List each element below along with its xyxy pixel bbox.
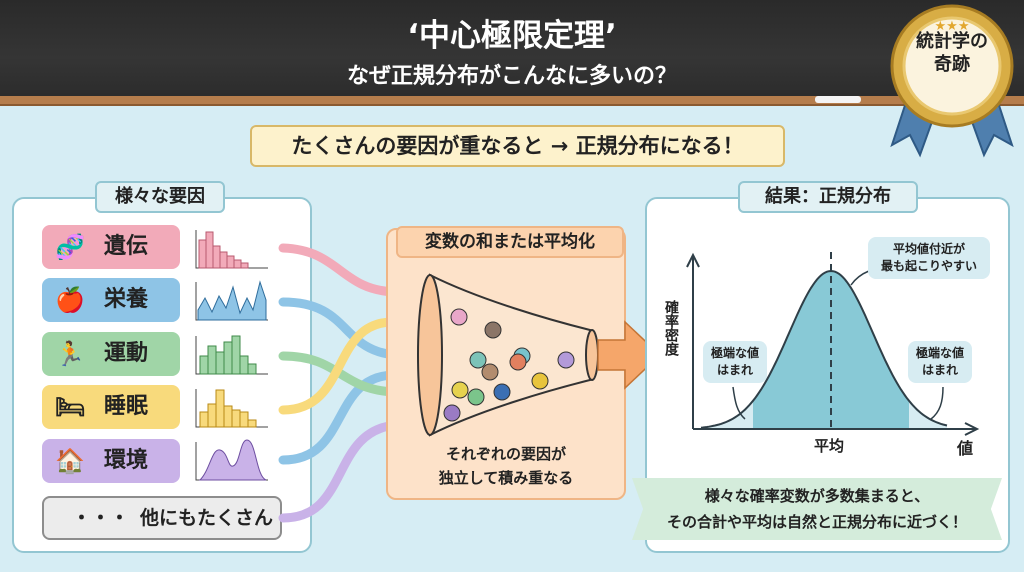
genetics-histogram [195,230,268,269]
factor-label: 運動 [104,341,149,366]
peak-callout-line2: 最も起こりやすい [880,259,977,273]
tail-callout-line1: 極端な値 [915,346,964,360]
output-arrow [597,320,662,390]
x-axis [693,422,980,436]
medal-label: 統計学の奇跡 [897,30,1007,76]
flow-arrows [278,243,400,523]
tail-callout-line2: はまれ [716,363,753,377]
left-tail-callout: 極端な値はまれ [703,341,767,383]
factor-genetics: 🧬 遺伝 [42,225,180,269]
funnel-icon [417,273,662,437]
factor-nutrition: 🍎 栄養 [42,278,180,322]
y-axis [686,252,700,429]
page-title: ‘中心極限定理’ [407,18,617,54]
summary-banner: 様々な確率変数が多数集まると、その合計や平均は自然と正規分布に近づく！ [632,478,1002,540]
environment-bimodal-chart [195,439,268,481]
summary-line2: その合計や平均は自然と正規分布に近づく！ [666,513,967,531]
factors-panel-title: 様々な要因 [95,181,225,213]
process-caption: それぞれの要因が独立して積み重なる [390,442,622,490]
factor-more: ・・・他にもたくさん [42,496,282,540]
result-panel-title: 結果：正規分布 [738,181,918,213]
arrow-genetics [278,243,400,297]
mean-label: 平均 [814,437,845,455]
sleep-histogram [195,389,268,428]
arrow-nutrition [278,297,400,360]
medal-line2: 奇跡 [934,54,970,75]
x-axis-label: 値 [957,439,974,458]
y-axis-label: 確率密度 [663,300,679,356]
summary-line1: 様々な確率変数が多数集まると、 [704,487,930,505]
apple-utensils-icon: 🍎 [55,286,85,314]
tail-callout-line1: 極端な値 [710,346,759,360]
factor-label: 環境 [104,448,149,473]
factor-exercise: 🏃 運動 [42,332,180,376]
process-panel-title: 変数の和または平均化 [396,226,624,258]
factor-label: 遺伝 [104,234,149,259]
right-tail-callout: 極端な値はまれ [908,341,972,383]
medal-icon: ★★★ [890,4,1014,158]
svg-text:★★★: ★★★ [935,19,970,34]
key-message-banner: たくさんの要因が重なると → 正規分布になる！ [250,125,785,167]
medal-line1: 統計学の [916,31,988,52]
chalkboard-header [0,0,1024,96]
peak-callout-line1: 平均値付近が [892,242,965,256]
arrow-environment [278,370,400,465]
tail-callout-line2: はまれ [921,363,958,377]
left-tail-arrow [732,386,746,420]
factor-environment: 🏠 環境 [42,439,180,483]
exercise-histogram [195,335,268,375]
factor-label: 栄養 [104,287,149,312]
process-caption-line1: それぞれの要因が [445,445,566,463]
chalkboard-ledge [0,96,1024,106]
house-tree-icon: 🏠 [55,447,85,475]
chalk-icon [815,96,861,103]
factor-more-label: 他にもたくさん [140,507,274,529]
normal-distribution-chart [686,252,980,436]
factor-sleep: 🛏 睡眠 [42,385,180,429]
runner-icon: 🏃 [55,340,85,368]
arrow-other [278,420,400,523]
arrow-sleep [278,317,400,415]
factor-label: 睡眠 [104,394,149,419]
ellipsis-icon: ・・・ [72,507,130,529]
process-caption-line2: 独立して積み重なる [438,469,574,487]
nutrition-area-chart [195,280,268,321]
peak-callout: 平均値付近が最も起こりやすい [868,237,990,279]
page-subtitle: なぜ正規分布がこんなに多いの？ [346,64,677,89]
dna-icon: 🧬 [55,233,85,261]
right-tail-arrow [930,386,944,420]
sleep-bed-icon: 🛏 [54,393,86,421]
